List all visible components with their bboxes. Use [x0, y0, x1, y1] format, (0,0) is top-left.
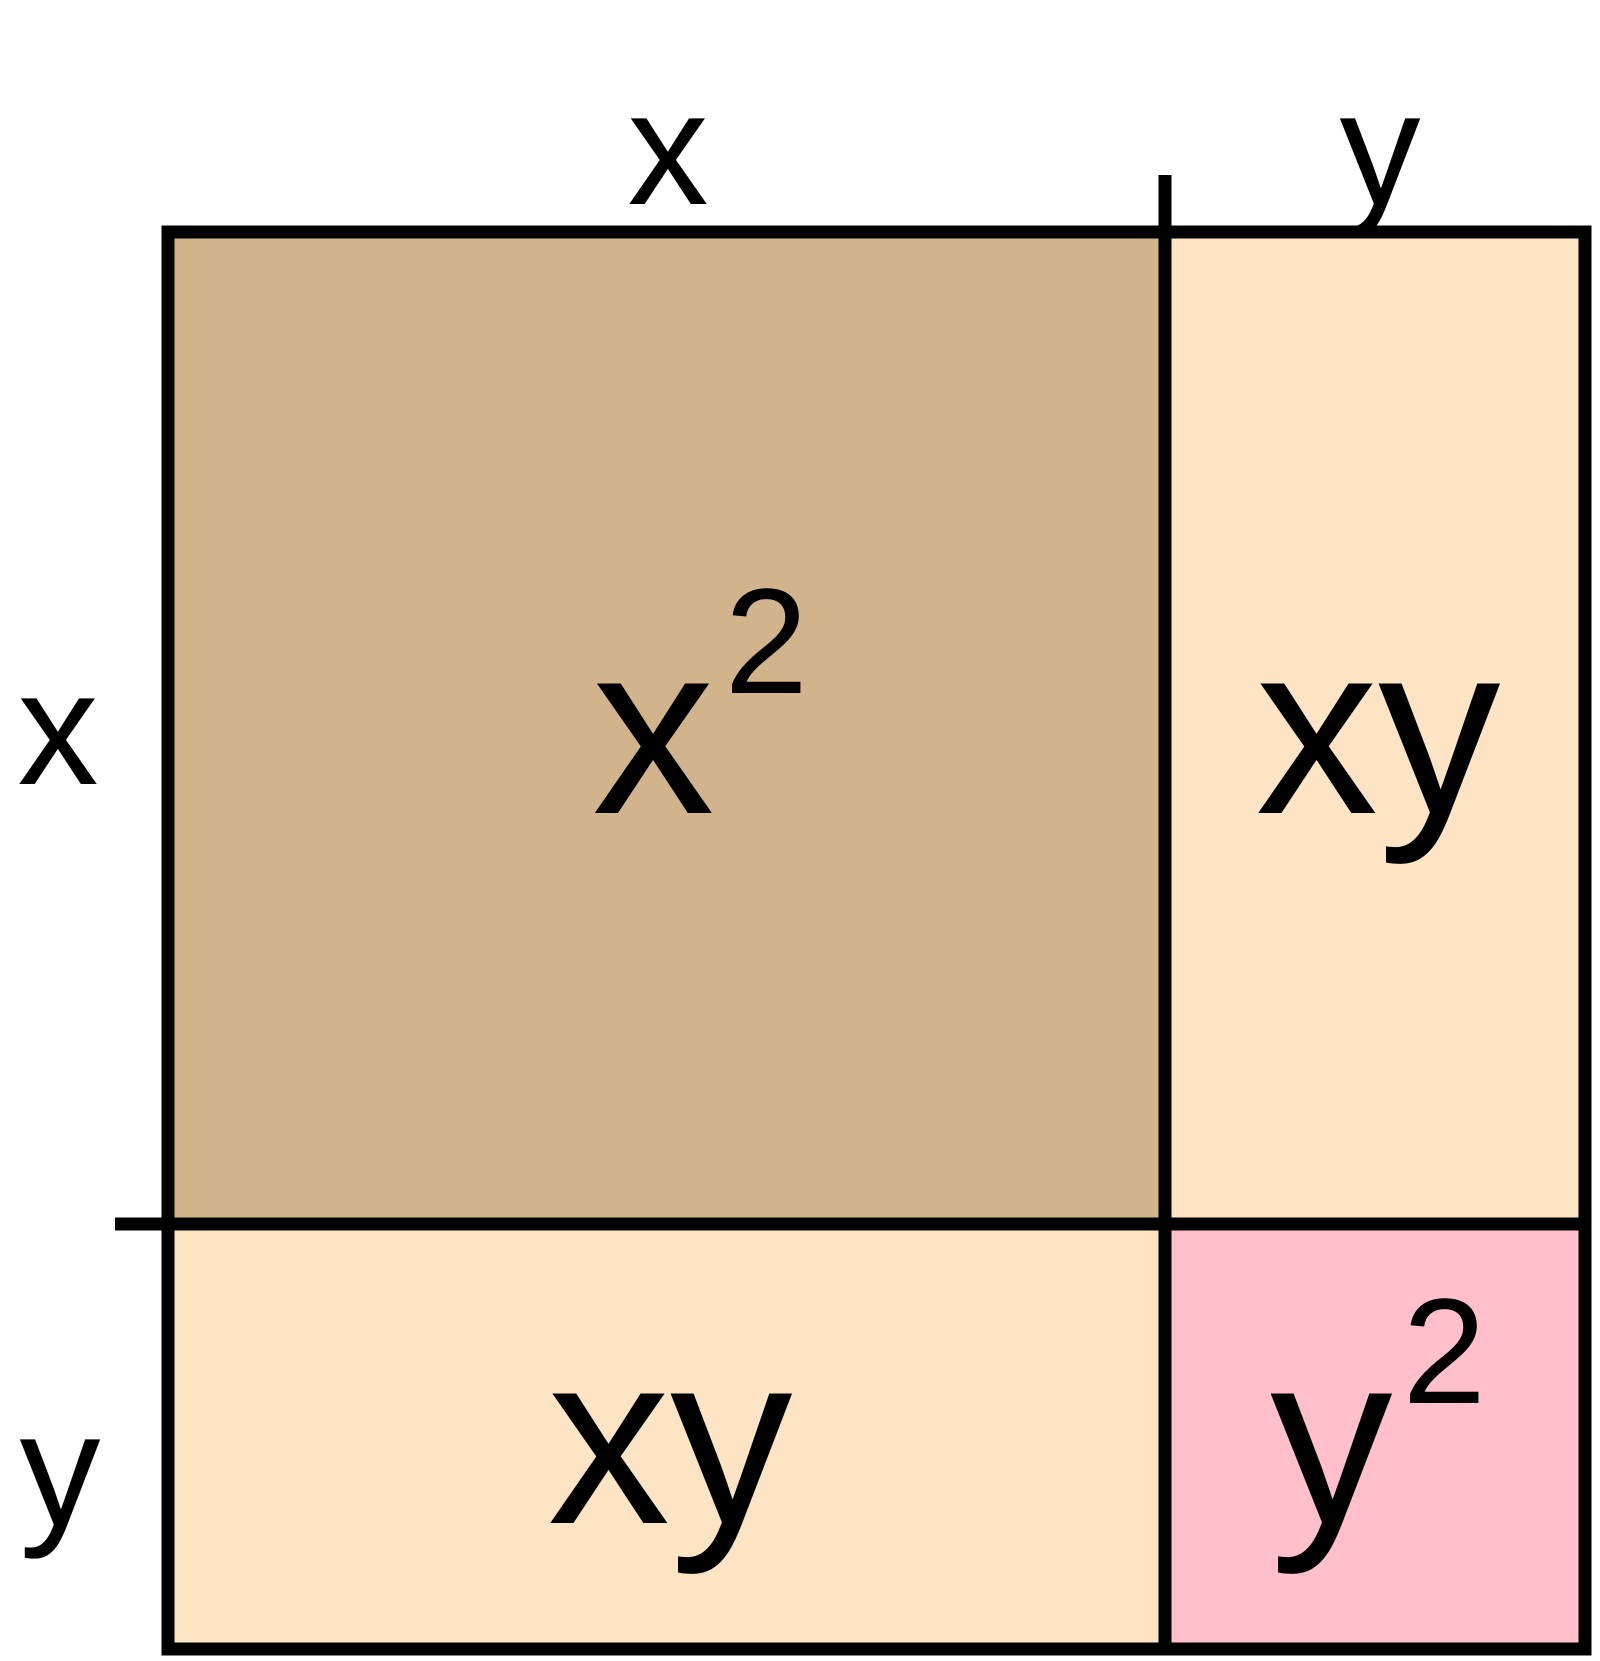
left-x-label: x [18, 638, 99, 819]
y-squared-base: y [1270, 1301, 1393, 1575]
left-y-label: y [20, 1379, 101, 1560]
top-x-label: x [628, 58, 709, 239]
xy-bottom-cell [168, 1224, 1165, 1649]
x-squared-base: x [592, 591, 715, 865]
y-squared-label: y2 [1270, 1267, 1486, 1575]
x-squared-exponent: 2 [725, 557, 808, 725]
top-y-label: y [1340, 58, 1421, 239]
y-squared-cell [1165, 1224, 1585, 1649]
xy-right-cell [1165, 232, 1585, 1224]
y-squared-exponent: 2 [1403, 1267, 1486, 1435]
xy-bottom-label: xy [548, 1301, 794, 1575]
x-squared-cell [168, 232, 1165, 1224]
outer-square [161, 225, 1592, 1656]
xy-right-label: xy [1256, 591, 1502, 865]
x-squared-label: x2 [592, 557, 808, 865]
